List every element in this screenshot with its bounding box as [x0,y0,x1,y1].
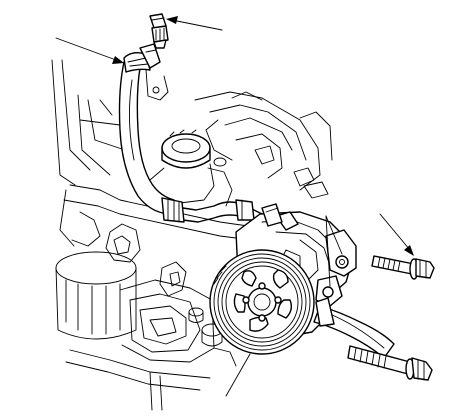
pressure-switch [149,13,169,49]
arrow-icon [55,37,124,64]
pump-pulley [209,249,315,355]
callout-arrows [55,16,414,397]
engine-background [51,59,333,411]
pump-mounting-bolt-lower [347,345,433,381]
hose-fitting-icon [161,197,185,223]
arrow-icon [166,16,223,31]
engine-bolt-icon [188,307,204,323]
pump-mounting-bolt-upper [371,255,435,280]
hose-clamp-icon [123,51,151,73]
high-pressure-hose [118,43,263,225]
arrow-icon [379,213,414,256]
